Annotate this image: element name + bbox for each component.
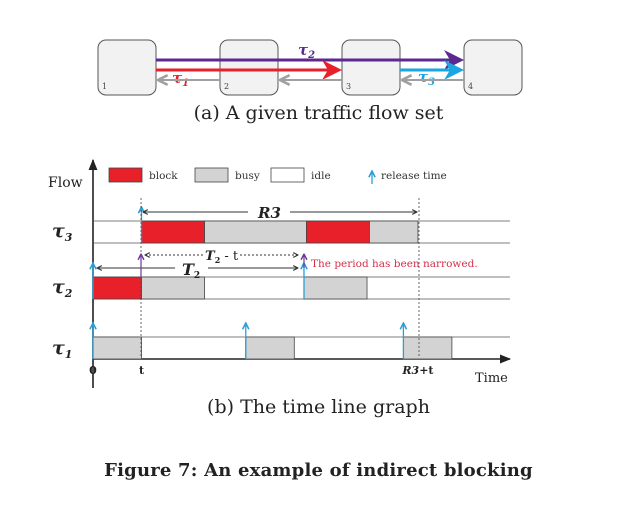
- row-label: τ2: [52, 276, 73, 300]
- node-label: 4: [468, 82, 473, 91]
- segment-busy: [92, 336, 142, 360]
- flow-label: τ2: [298, 41, 315, 61]
- traffic-flow-diagram: 1 2 3 4 τ2 τ1 τ3: [97, 39, 523, 96]
- node-label: 1: [102, 82, 107, 91]
- legend-label: release time: [381, 170, 447, 182]
- flow-tau3: τ3: [400, 60, 464, 88]
- segment-busy: [141, 276, 205, 300]
- timeline-row-tau2: τ2: [52, 263, 510, 300]
- legend-item-release: release time: [372, 170, 447, 184]
- legend-swatch: [108, 167, 143, 183]
- flow-label: τ1: [172, 69, 189, 89]
- legend-item-idle: idle: [270, 167, 331, 183]
- r3-label: R3: [257, 204, 281, 222]
- node-1: 1: [97, 39, 157, 96]
- row-label: τ1: [52, 337, 72, 361]
- x-tick-labels: 0 t R3+t: [89, 364, 434, 377]
- segment-busy: [204, 220, 307, 244]
- legend-item-busy: busy: [194, 167, 260, 183]
- t2-span: T2: [97, 260, 298, 281]
- arrowhead-icon: [444, 60, 464, 80]
- x-tick-label: R3+t: [401, 364, 434, 377]
- node-4: 4: [463, 39, 523, 96]
- flow-label: τ3: [418, 68, 435, 88]
- timeline-graph: Flow Time block busy idle release time τ3 τ2…: [48, 158, 512, 388]
- x-tick-label: t: [139, 364, 145, 377]
- node-2: 2: [219, 39, 279, 96]
- t2-label: T2: [182, 260, 200, 281]
- node-3: 3: [341, 39, 401, 96]
- subcaption-b: (b) The time line graph: [207, 396, 430, 418]
- legend-label: idle: [311, 170, 331, 182]
- legend: block busy idle release time: [108, 167, 447, 184]
- legend-label: busy: [235, 170, 260, 182]
- subcaption-a: (a) A given traffic flow set: [193, 102, 444, 124]
- r3-span: R3: [143, 204, 417, 222]
- legend-swatch: [194, 167, 229, 183]
- row-label: τ3: [52, 220, 73, 244]
- segment-block: [141, 220, 205, 244]
- arrowhead-icon: [322, 60, 342, 80]
- legend-swatch: [270, 167, 305, 183]
- timeline-row-tau1: τ1: [52, 323, 510, 361]
- node-label: 3: [346, 82, 351, 91]
- timeline-row-tau3: τ3: [52, 207, 510, 244]
- segment-block: [305, 220, 370, 244]
- flow-tau1: τ1: [156, 60, 342, 89]
- segment-block: [92, 276, 142, 300]
- segment-busy: [402, 336, 453, 360]
- y-axis-label: Flow: [48, 175, 83, 191]
- segment-busy: [369, 220, 419, 244]
- t2-minus-t-label: T2 - t: [205, 249, 239, 265]
- node-label: 2: [224, 82, 229, 91]
- narrowed-note: The period has been narrowed.: [311, 258, 478, 270]
- segment-busy: [245, 336, 295, 360]
- t2-minus-t-span: T2 - t: [145, 249, 298, 265]
- legend-item-block: block: [108, 167, 178, 183]
- legend-label: block: [149, 170, 178, 182]
- x-axis-label: Time: [475, 371, 508, 386]
- segment-busy: [303, 276, 368, 300]
- x-tick-label: 0: [89, 364, 97, 377]
- figure-caption: Figure 7: An example of indirect blockin…: [104, 460, 533, 481]
- flow-tau2: τ2: [156, 41, 464, 70]
